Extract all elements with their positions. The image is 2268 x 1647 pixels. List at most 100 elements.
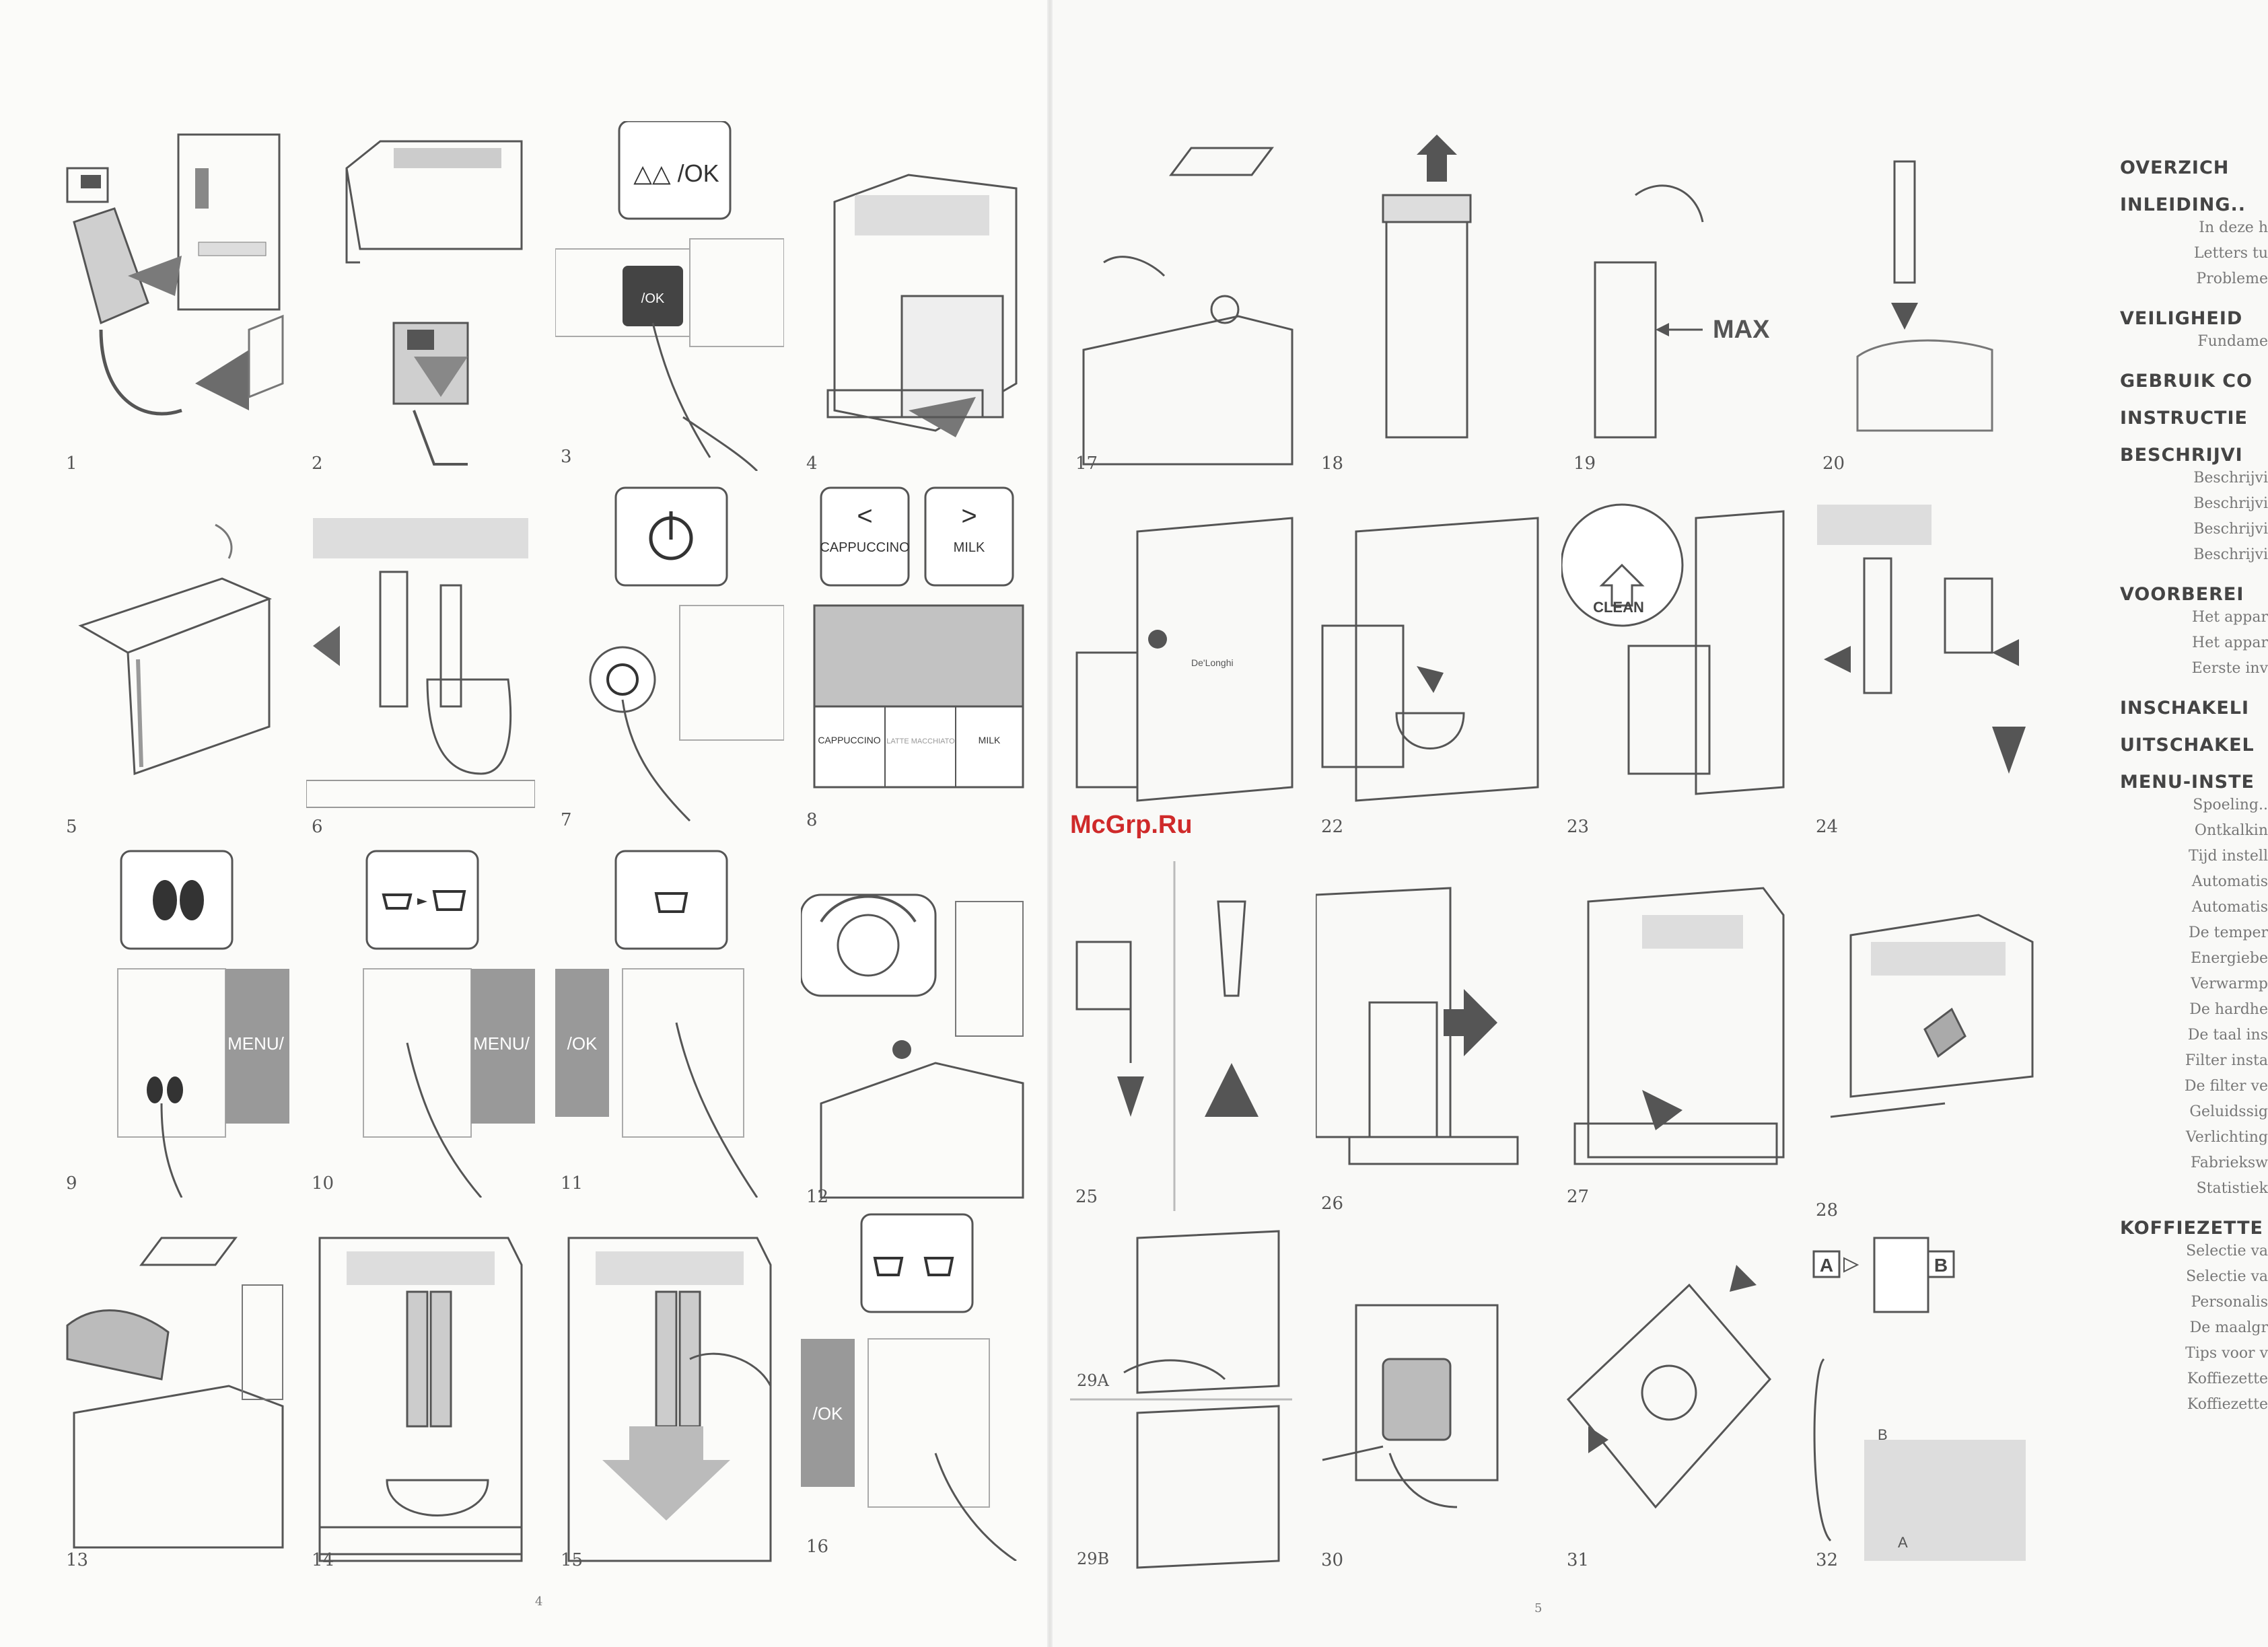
toc-item[interactable]: Koffiezette [2187,1370,2268,1387]
toc-item[interactable]: Verwarmp [2191,976,2268,992]
toc-section: INSTRUCTIE [2120,408,2268,429]
toc-item[interactable]: Automatis [2191,873,2268,890]
max-label: MAX [1713,316,1770,344]
toc-item[interactable]: De maalgr [2189,1319,2268,1336]
toc-heading[interactable]: VEILIGHEID [2120,308,2243,329]
figure-number: 15 [561,1550,583,1570]
letter-a: A [1820,1255,1833,1276]
toc-heading[interactable]: UITSCHAKEL [2120,735,2255,756]
figure-26: 26 [1316,868,1545,1218]
figure-29: 29A 29B [1070,1224,1299,1574]
figure-10: MENU/ 10 [306,848,535,1198]
figure-4: 4 [801,128,1030,478]
toc-item[interactable]: In deze h [2199,219,2268,236]
svg-text:/OK: /OK [641,291,665,306]
figure-1: 1 [61,128,289,478]
toc-item[interactable]: Filter insta [2185,1052,2268,1069]
svg-text:>: > [961,501,977,531]
toc-item[interactable]: Statistiek [2196,1180,2268,1197]
figure-9: MENU/ 9 [61,848,289,1198]
figure-32: A B B A 32 [1810,1224,2039,1574]
figure-number-29a: 29A [1077,1371,1110,1390]
figure-number: 14 [312,1550,334,1570]
toc-item[interactable]: Koffiezette [2187,1396,2268,1413]
toc-item[interactable]: De filter ve [2184,1078,2268,1095]
svg-text:B: B [1878,1426,1888,1443]
figure-number: 28 [1816,1200,1839,1220]
toc-item[interactable]: Ontkalkin [2194,822,2268,839]
toc-heading[interactable]: BESCHRIJVI [2120,445,2243,466]
figure-8: < CAPPUCCINO > MILK CAPPUCCINO LATTE MAC… [801,484,1030,834]
toc-heading[interactable]: KOFFIEZETTE [2120,1218,2263,1239]
toc-item[interactable]: Tips voor v [2185,1345,2268,1362]
toc-item[interactable]: Automatis [2191,899,2268,916]
figure-16: /OK 16 [801,1211,1030,1561]
toc-heading[interactable]: INLEIDING.. [2120,194,2246,215]
figure-number: 19 [1573,453,1596,474]
figure-number: 12 [806,1187,829,1207]
toc-item[interactable]: Beschrijvi [2193,495,2268,512]
page-number-left: 4 [535,1595,543,1609]
toc-item[interactable]: Beschrijvi [2193,546,2268,563]
svg-text:△△ /OK: △△ /OK [633,159,719,187]
figure-15: 15 [555,1224,784,1574]
toc-heading[interactable]: INSTRUCTIE [2120,408,2248,429]
figure-number: 17 [1075,453,1098,474]
toc-item[interactable]: De taal ins [2187,1027,2268,1044]
figure-21: De'Longhi [1070,491,1299,841]
toc-item[interactable]: Fabrieksw [2191,1155,2268,1171]
toc-item[interactable]: De hardhe [2189,1001,2268,1018]
figure-13: 13 [61,1224,289,1574]
toc-item[interactable]: Verlichting [2185,1129,2268,1146]
watermark: McGrp.Ru [1070,811,1193,839]
toc-item[interactable]: Tijd instell [2188,848,2268,865]
figure-number: 16 [806,1537,829,1557]
toc-item[interactable]: De temper [2189,924,2268,941]
toc-item[interactable]: Probleme [2196,270,2268,287]
toc-item[interactable]: Beschrijvi [2193,521,2268,538]
toc-section: VEILIGHEID Fundame [2120,308,2268,355]
figure-22: 22 [1316,491,1545,841]
figure-31: 31 [1561,1224,1790,1574]
toc-heading[interactable]: GEBRUIK CO [2120,371,2253,392]
figure-number: 25 [1075,1187,1098,1207]
right-page [1050,0,2268,1647]
toc-heading[interactable]: OVERZICH [2120,157,2230,178]
table-of-contents: OVERZICH INLEIDING.. In deze h Letters tu Pr… [2120,141,2268,1418]
toc-item[interactable]: Spoeling.. [2193,797,2268,813]
toc-item[interactable]: Selectie va [2186,1243,2268,1259]
toc-section: OVERZICH [2120,157,2268,178]
figure-number: 11 [561,1173,583,1194]
toc-item[interactable]: Selectie va [2186,1268,2268,1285]
toc-item[interactable]: Energiebe [2190,950,2268,967]
figure-number: 31 [1567,1550,1590,1570]
figure-number: 18 [1321,453,1344,474]
toc-heading[interactable]: INSCHAKELI [2120,698,2250,719]
figure-number: 3 [561,447,572,467]
ok-side-label: /OK [567,1033,598,1054]
figure-24: 24 [1810,491,2039,841]
brand-label: De'Longhi [1191,657,1234,668]
toc-item[interactable]: Letters tu [2193,245,2268,262]
toc-item[interactable]: Het appar [2192,609,2268,626]
toc-heading[interactable]: VOORBEREI [2120,584,2244,605]
figure-27: 27 [1561,861,1790,1211]
clean-label: CLEAN [1593,599,1644,616]
svg-text:<: < [857,501,872,531]
letter-b: B [1934,1255,1948,1276]
toc-item[interactable]: Fundame [2197,333,2268,350]
toc-item[interactable]: Eerste inv [2191,660,2268,677]
toc-item[interactable]: Het appar [2192,634,2268,651]
toc-item[interactable]: Personalis [2191,1294,2268,1311]
figure-14: 14 [306,1224,535,1574]
toc-item[interactable]: Geluidssig [2189,1103,2268,1120]
figure-18: 18 [1316,128,1545,478]
toc-section: GEBRUIK CO [2120,371,2268,392]
figure-23: CLEAN 23 [1561,491,1790,841]
toc-item[interactable]: Beschrijvi [2193,470,2268,486]
toc-heading[interactable]: MENU-INSTE [2120,772,2255,793]
svg-text:MILK: MILK [979,735,1001,745]
